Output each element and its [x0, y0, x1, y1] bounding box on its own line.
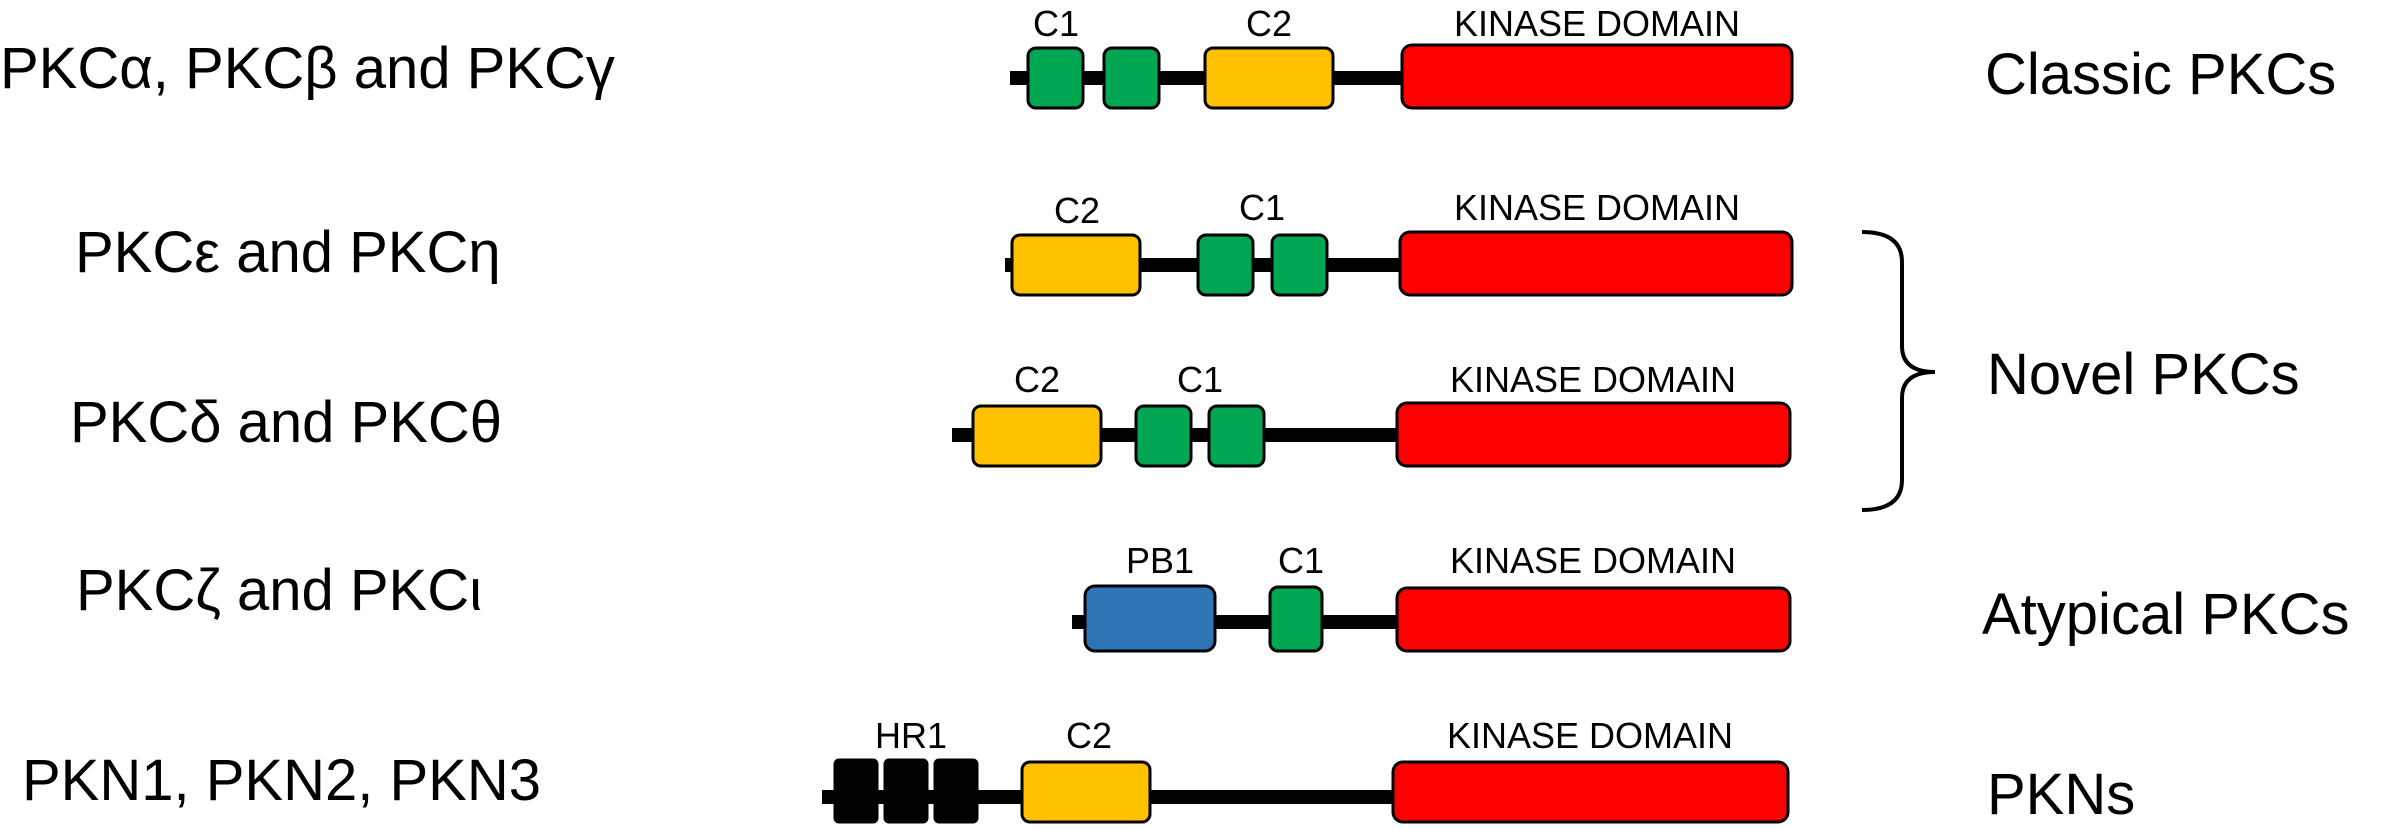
- c2-domain: [1203, 46, 1335, 110]
- domain-label: KINASE DOMAIN: [1450, 359, 1736, 400]
- domain-label: KINASE DOMAIN: [1447, 715, 1733, 756]
- hr1-domain: [883, 758, 929, 824]
- row-name: PKCζ and PKCι: [76, 558, 482, 623]
- c2-domain: [1020, 760, 1152, 824]
- row-novel-1: PKCε and PKCη C2 C1 KINASE DOMAIN: [75, 187, 1794, 297]
- kinase-domain: [1400, 43, 1794, 110]
- row-pkn: PKN1, PKN2, PKN3 HR1 C2 KINASE DOMAIN PK…: [22, 715, 2135, 827]
- domain-label: C1: [1278, 540, 1324, 581]
- domain-label: KINASE DOMAIN: [1454, 3, 1740, 44]
- domain-label: C2: [1066, 715, 1112, 756]
- row-classic: PKCα, PKCβ and PKCγ C1 C2 KINASE DOMAIN …: [0, 3, 2336, 110]
- pb1-domain: [1083, 584, 1217, 653]
- c1-domain: [1270, 233, 1329, 297]
- domain-label: C1: [1239, 187, 1285, 228]
- row-name: PKN1, PKN2, PKN3: [22, 748, 541, 813]
- domain-label: KINASE DOMAIN: [1450, 540, 1736, 581]
- group-label: Classic PKCs: [1985, 42, 2336, 107]
- group-label: Novel PKCs: [1987, 342, 2300, 407]
- domain-label: C1: [1177, 359, 1223, 400]
- hr1-domain: [933, 758, 979, 824]
- c1-domain: [1026, 46, 1085, 110]
- novel-bracket: [1861, 230, 1936, 512]
- domain-label: C1: [1033, 3, 1079, 44]
- kinase-domain: [1391, 760, 1790, 824]
- c2-domain: [1010, 233, 1142, 297]
- row-name: PKCδ and PKCθ: [70, 390, 502, 455]
- domain-label: HR1: [875, 715, 947, 756]
- kinase-domain: [1395, 401, 1792, 468]
- row-novel-2: PKCδ and PKCθ C2 C1 KINASE DOMAIN: [70, 359, 1792, 468]
- group-label: Atypical PKCs: [1982, 582, 2349, 647]
- domain-label: PB1: [1126, 540, 1194, 581]
- c1-domain: [1102, 46, 1161, 110]
- c2-domain: [971, 404, 1103, 468]
- row-name: PKCα, PKCβ and PKCγ: [0, 36, 615, 101]
- row-name: PKCε and PKCη: [75, 220, 501, 285]
- kinase-domain: [1395, 586, 1792, 653]
- domain-label: C2: [1054, 190, 1100, 231]
- c1-domain: [1196, 233, 1255, 297]
- domain-label: C2: [1246, 3, 1292, 44]
- hr1-domain: [833, 758, 879, 824]
- c1-domain: [1268, 585, 1324, 653]
- domain-label: C2: [1014, 359, 1060, 400]
- c1-domain: [1134, 404, 1193, 468]
- kinase-domain: [1398, 230, 1794, 297]
- c1-domain: [1207, 404, 1266, 468]
- row-atypical: PKCζ and PKCι PB1 C1 KINASE DOMAIN Atypi…: [76, 540, 2349, 653]
- group-label: PKNs: [1987, 762, 2135, 827]
- domain-label: KINASE DOMAIN: [1454, 187, 1740, 228]
